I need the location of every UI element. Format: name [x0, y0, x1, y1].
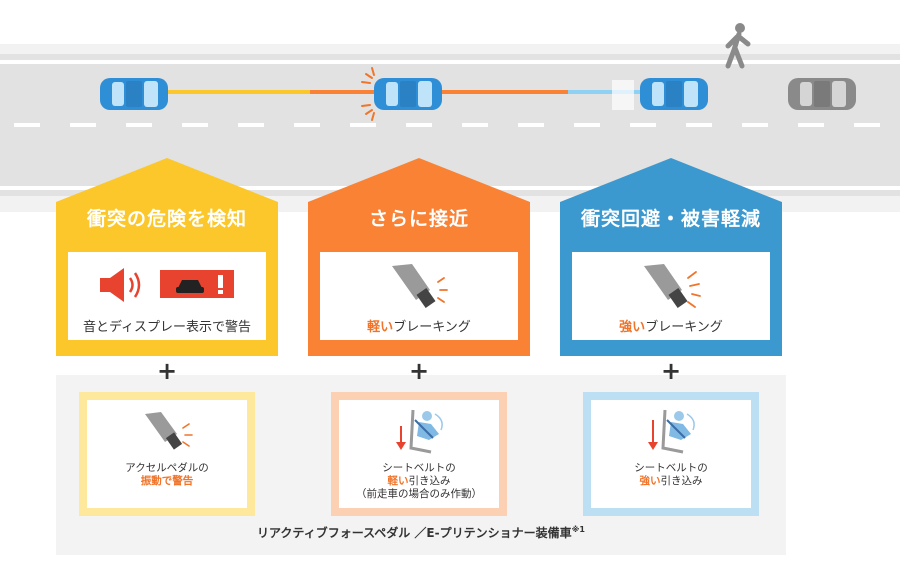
sub-caption-highlight: 振動で警告 [87, 475, 247, 488]
footnote-mark: ※1 [572, 525, 585, 534]
sub-caption-line1: アクセルペダルの [87, 462, 247, 475]
stage-caption: 強いブレーキング [572, 316, 770, 335]
equipment-footnote: リアクティブフォースペダル ／E-プリテンショナー装備車※1 [56, 524, 786, 541]
sub-caption: アクセルペダルの 振動で警告 [87, 462, 247, 488]
seatbelt-driver-icon [643, 404, 703, 458]
sub-caption-line2: 軽い引き込み [339, 475, 499, 488]
sub-card-seatbelt-strong: シートベルトの 強い引き込み [583, 392, 759, 516]
plus-sign: + [656, 356, 686, 386]
sub-card-seatbelt-light: シートベルトの 軽い引き込み （前走車の場合のみ作動） [331, 392, 507, 516]
stage-detect: 衝突の危険を検知 音とディスプレー表示で警告 [56, 158, 278, 356]
sub-card-accelerator: アクセルペダルの 振動で警告 [79, 392, 255, 516]
stage-caption: 軽いブレーキング [320, 316, 518, 335]
car-blue-icon [98, 74, 172, 114]
brake-pedal-icon [390, 260, 450, 308]
caption-highlight: 軽い [367, 320, 393, 335]
car-blue-icon [612, 70, 716, 118]
sub-caption: シートベルトの 強い引き込み [591, 462, 751, 488]
accelerator-pedal-icon [143, 408, 195, 450]
car-blue-icon [360, 66, 456, 122]
sub-caption-line1: シートベルトの [339, 462, 499, 475]
stage-card: 音とディスプレー表示で警告 [68, 252, 266, 340]
car-gray-icon [786, 74, 860, 114]
display-warning-icon [160, 270, 234, 298]
plus-sign: + [404, 356, 434, 386]
plus-sign: + [152, 356, 182, 386]
stage-approach: さらに接近 軽いブレーキング [308, 158, 530, 356]
sub-caption-rest: 引き込み [661, 475, 703, 487]
caption-highlight: 強い [619, 320, 645, 335]
sub-caption-line1: シートベルトの [591, 462, 751, 475]
stage-title: 衝突の危険を検知 [56, 204, 278, 231]
stage-caption: 音とディスプレー表示で警告 [68, 316, 266, 335]
stage-title: さらに接近 [308, 204, 530, 231]
stage-title: 衝突回避・被害軽減 [560, 204, 782, 231]
sub-caption-highlight: 強い [640, 475, 661, 487]
seatbelt-driver-icon [391, 404, 451, 458]
sub-caption-line2: 強い引き込み [591, 475, 751, 488]
sub-caption-highlight: 軽い [388, 475, 409, 487]
pedestrian-icon [720, 22, 756, 70]
brake-pedal-icon [642, 260, 702, 308]
sub-caption-line3: （前走車の場合のみ作動） [339, 488, 499, 501]
stage-card: 軽いブレーキング [320, 252, 518, 340]
caption-rest: ブレーキング [393, 320, 471, 335]
stage-card: 強いブレーキング [572, 252, 770, 340]
caption-rest: ブレーキング [645, 320, 723, 335]
footnote-text: リアクティブフォースペダル ／E-プリテンショナー装備車 [257, 526, 572, 540]
sub-caption: シートベルトの 軽い引き込み （前走車の場合のみ作動） [339, 462, 499, 501]
sub-caption-rest: 引き込み [409, 475, 451, 487]
speaker-icon [100, 266, 148, 304]
stage-avoid: 衝突回避・被害軽減 強いブレーキング [560, 158, 782, 356]
